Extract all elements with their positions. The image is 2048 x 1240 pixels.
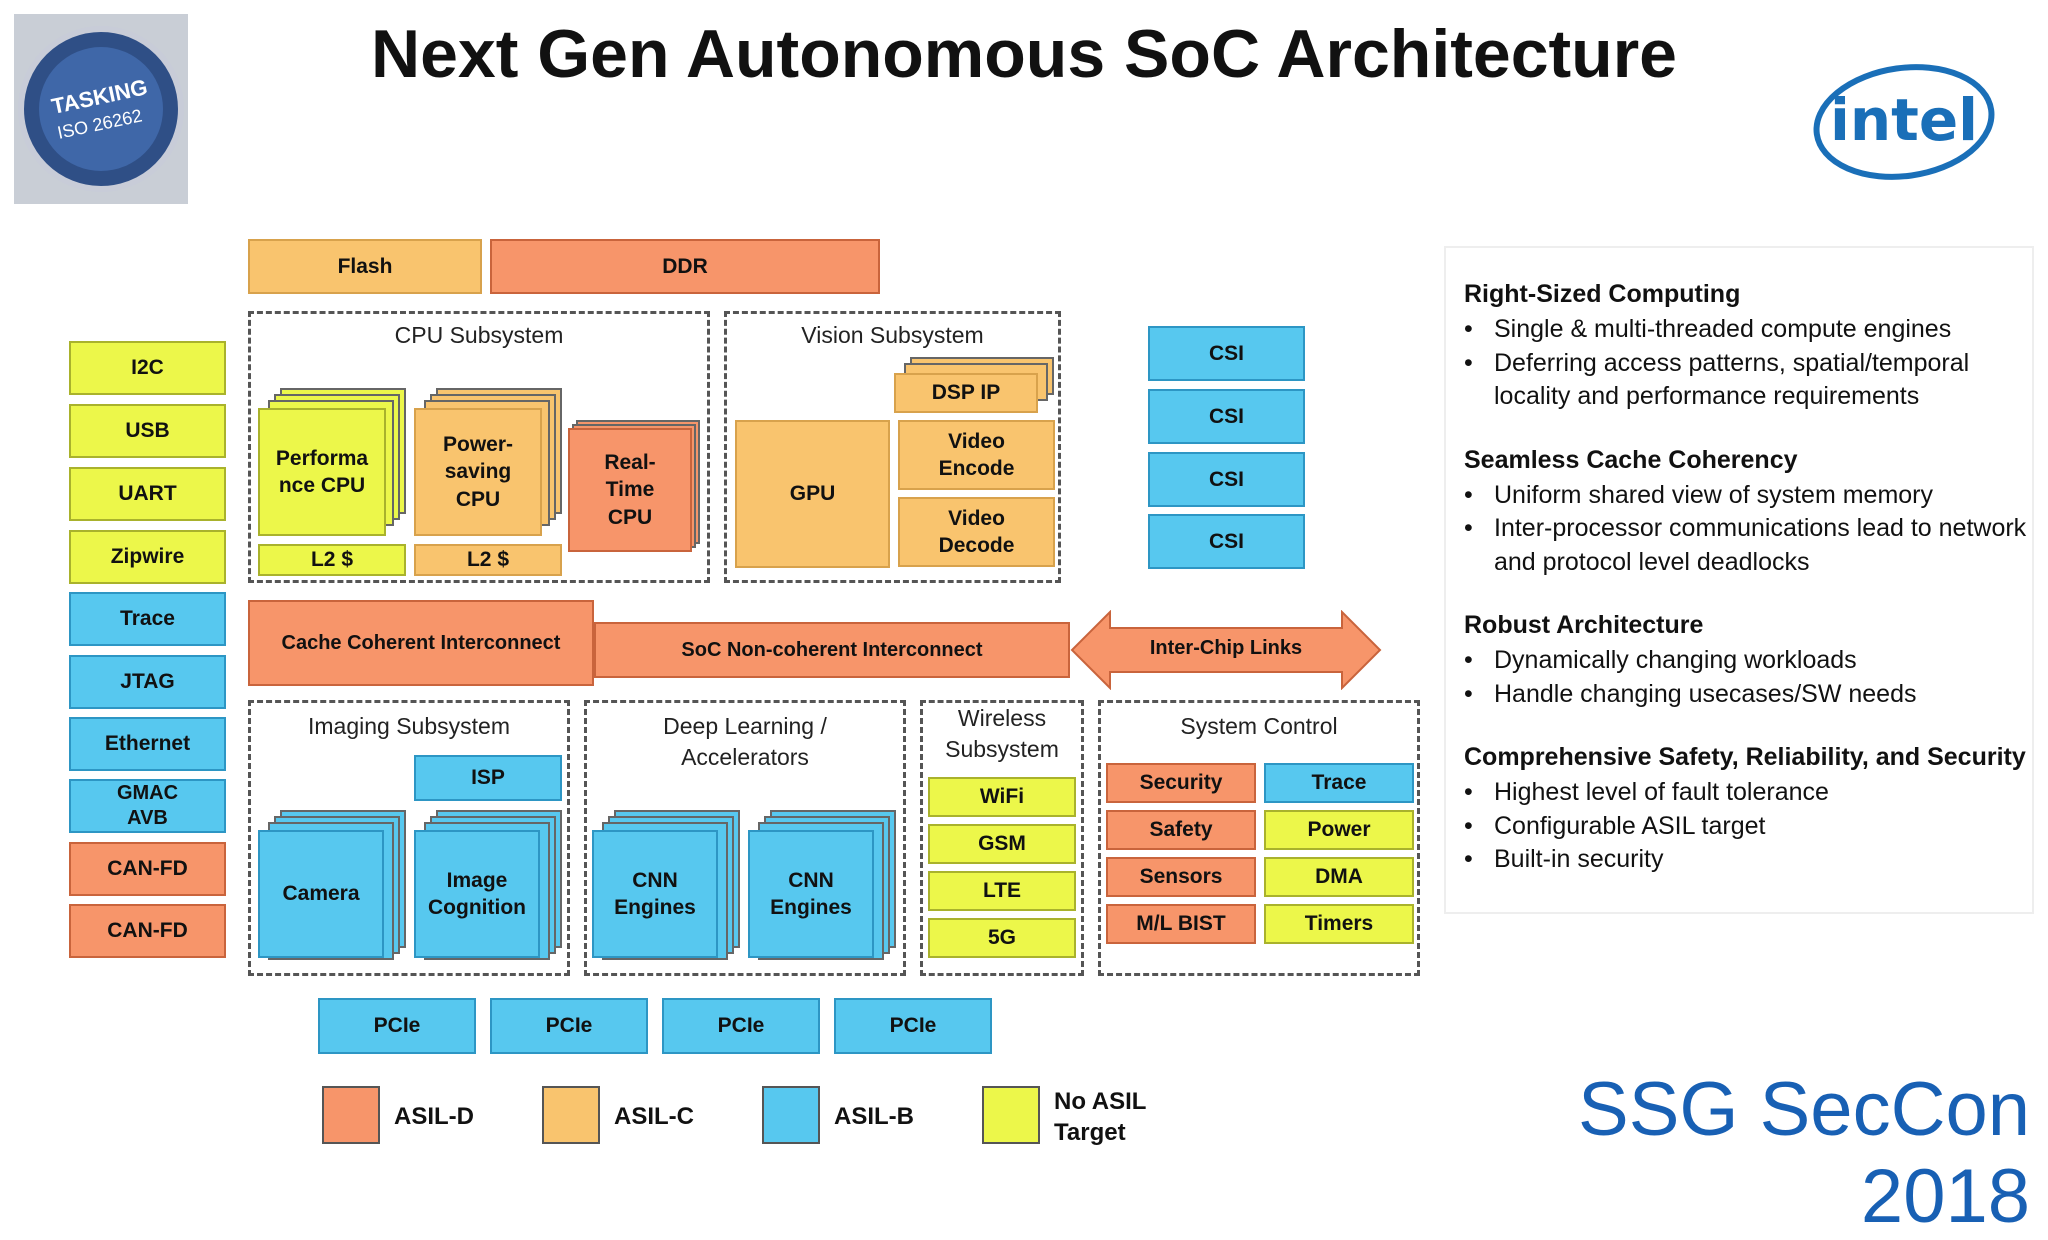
intel-logo-text: intel <box>1830 86 1978 154</box>
wireless-subsystem-frame <box>920 700 1084 976</box>
l2-cache-perf: L2 $ <box>258 544 406 576</box>
power-block: Power <box>1264 810 1414 850</box>
soc-noncoherent-interconnect: SoC Non-coherent Interconnect <box>594 622 1070 678</box>
image-cognition-block: Image Cognition <box>414 830 540 958</box>
camera-block: Camera <box>258 830 384 958</box>
5g-block: 5G <box>928 918 1076 958</box>
deep-learning-title: Deep Learning / Accelerators <box>663 713 827 771</box>
dma-block: DMA <box>1264 857 1414 897</box>
system-control-title: System Control <box>1180 713 1338 739</box>
right-text-panel: Right-Sized Computing Single & multi-thr… <box>1444 246 2034 914</box>
imaging-subsystem-frame <box>248 700 570 976</box>
cpu-subsystem-title: CPU Subsystem <box>394 322 564 348</box>
panel-section: Comprehensive Safety, Reliability, and S… <box>1464 743 2032 877</box>
panel-bullet: Single & multi-threaded compute engines <box>1464 313 2032 347</box>
panel-bullet: Deferring access patterns, spatial/tempo… <box>1464 347 2032 414</box>
panel-heading: Robust Architecture <box>1464 611 1704 639</box>
system-control-frame <box>1098 700 1420 976</box>
panel-bullet: Configurable ASIL target <box>1464 810 2032 844</box>
pcie-block-2: PCIe <box>490 998 648 1054</box>
zipwire-block: Zipwire <box>69 530 226 584</box>
lte-block: LTE <box>928 871 1076 911</box>
wifi-block: WiFi <box>928 777 1076 817</box>
can-fd-block-2: CAN-FD <box>69 904 226 958</box>
panel-bullet: Uniform shared view of system memory <box>1464 479 2032 513</box>
legend-label-asil-b: ASIL-B <box>834 1103 914 1130</box>
panel-bullet: Built-in security <box>1464 843 2032 877</box>
pcie-block-3: PCIe <box>662 998 820 1054</box>
pcie-block-1: PCIe <box>318 998 476 1054</box>
csi-block-1: CSI <box>1148 326 1305 381</box>
jtag-block: JTAG <box>69 655 226 709</box>
panel-bullet: Inter-processor communications lead to n… <box>1464 512 2032 579</box>
can-fd-block-1: CAN-FD <box>69 842 226 896</box>
panel-heading: Seamless Cache Coherency <box>1464 445 1798 474</box>
gmac-avb-block: GMAC AVB <box>69 779 226 833</box>
panel-section: Seamless Cache Coherency Uniform shared … <box>1464 446 2032 580</box>
panel-section: Robust Architecture Dynamically changing… <box>1464 611 2032 711</box>
security-block: Security <box>1106 763 1256 803</box>
inter-chip-links-arrow <box>1070 609 1382 691</box>
deep-learning-frame <box>584 700 906 976</box>
gsm-block: GSM <box>928 824 1076 864</box>
ethernet-block: Ethernet <box>69 717 226 771</box>
power-saving-cpu-block: Power- saving CPU <box>414 408 542 536</box>
ddr-block: DDR <box>490 239 880 294</box>
csi-block-3: CSI <box>1148 452 1305 507</box>
flash-block: Flash <box>248 239 482 294</box>
gpu-block: GPU <box>735 420 890 568</box>
performance-cpu-block: Performa nce CPU <box>258 408 386 536</box>
pcie-block-4: PCIe <box>834 998 992 1054</box>
safety-block: Safety <box>1106 810 1256 850</box>
trace-io-block: Trace <box>69 592 226 646</box>
vision-subsystem-frame <box>724 311 1061 583</box>
cache-coherent-interconnect: Cache Coherent Interconnect <box>248 600 594 686</box>
inter-chip-links-label: Inter-Chip Links <box>1149 637 1303 659</box>
real-time-cpu-block: Real- Time CPU <box>568 428 692 552</box>
legend-label-asil-c: ASIL-C <box>614 1103 694 1130</box>
vision-subsystem-title: Vision Subsystem <box>801 322 984 348</box>
legend-swatch-asil-b <box>762 1086 820 1144</box>
csi-block-2: CSI <box>1148 389 1305 444</box>
panel-section: Right-Sized Computing Single & multi-thr… <box>1464 280 2032 414</box>
csi-block-4: CSI <box>1148 514 1305 569</box>
legend-swatch-no-asil <box>982 1086 1040 1144</box>
legend-swatch-asil-d <box>322 1086 380 1144</box>
l2-cache-power: L2 $ <box>414 544 562 576</box>
video-decode-block: Video Decode <box>898 497 1055 567</box>
cnn-engines-block-2: CNN Engines <box>748 830 874 958</box>
isp-block: ISP <box>414 755 562 801</box>
panel-heading: Comprehensive Safety, Reliability, and S… <box>1464 743 2026 771</box>
wireless-subsystem-title: Wireless Subsystem <box>945 705 1059 763</box>
cpu-subsystem-frame <box>248 311 710 583</box>
cnn-engines-block-1: CNN Engines <box>592 830 718 958</box>
iso-26262-badge: TASKING ISO 26262 <box>14 14 188 204</box>
ml-bist-block: M/L BIST <box>1106 904 1256 944</box>
dsp-ip-block: DSP IP <box>894 373 1038 413</box>
panel-bullet: Highest level of fault tolerance <box>1464 776 2032 810</box>
conference-name: SSG SecCon 2018 <box>1578 1067 2030 1239</box>
timers-block: Timers <box>1264 904 1414 944</box>
sensors-block: Sensors <box>1106 857 1256 897</box>
uart-block: UART <box>69 467 226 521</box>
video-encode-block: Video Encode <box>898 420 1055 490</box>
legend-label-asil-d: ASIL-D <box>394 1103 474 1130</box>
intel-logo: intel <box>1808 60 2000 190</box>
panel-heading: Right-Sized Computing <box>1464 280 1741 308</box>
i2c-block: I2C <box>69 341 226 395</box>
usb-block: USB <box>69 404 226 458</box>
trace-control-block: Trace <box>1264 763 1414 803</box>
panel-bullet: Handle changing usecases/SW needs <box>1464 678 2032 712</box>
legend-swatch-asil-c <box>542 1086 600 1144</box>
legend-label-no-asil: No ASIL Target <box>1054 1088 1147 1147</box>
slide-title: Next Gen Autonomous SoC Architecture <box>371 16 1677 92</box>
imaging-subsystem-title: Imaging Subsystem <box>308 713 510 739</box>
panel-bullet: Dynamically changing workloads <box>1464 644 2032 678</box>
